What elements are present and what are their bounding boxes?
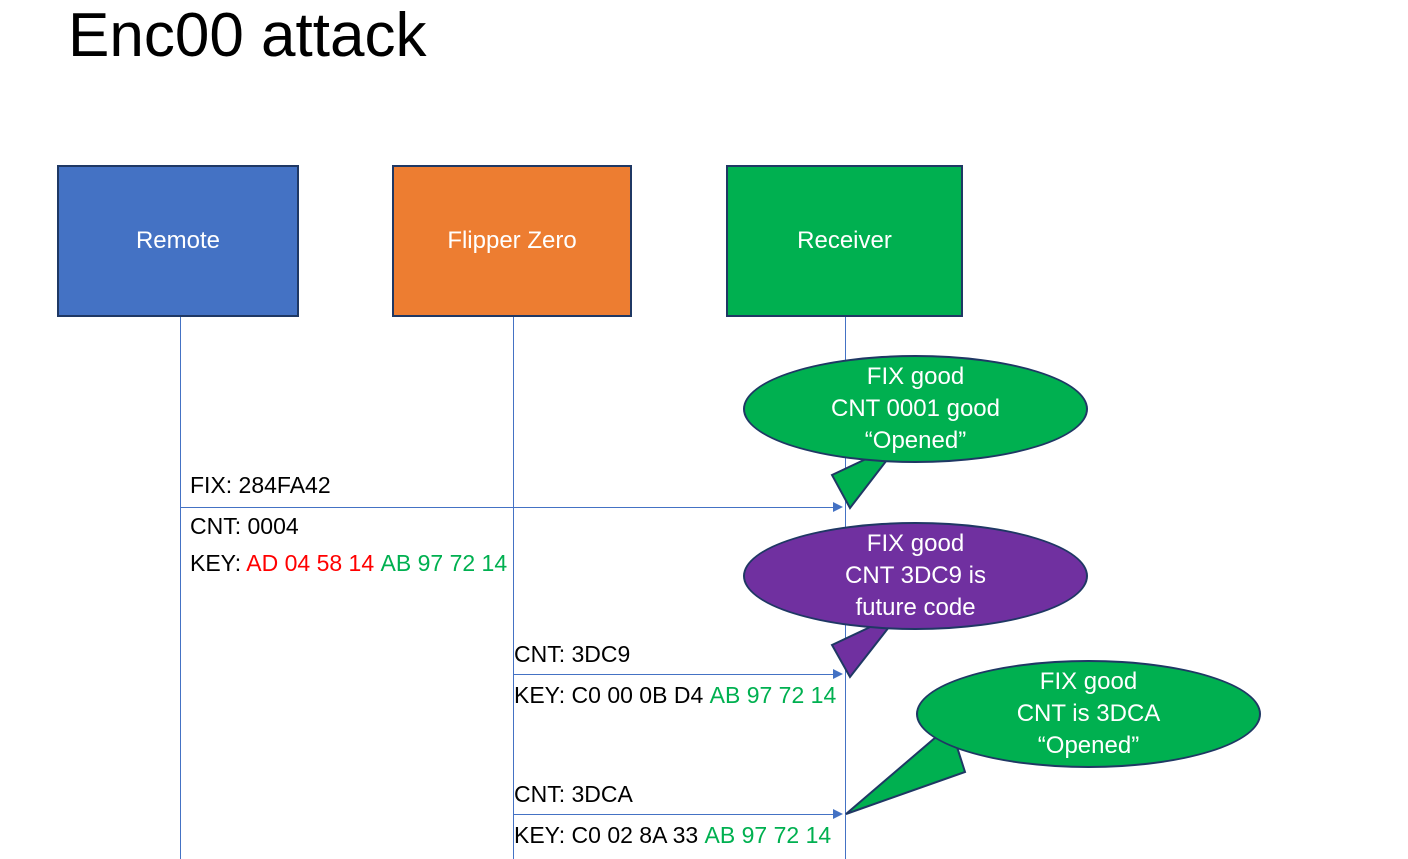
bubble-2: FIX good CNT 3DC9 is future code	[743, 522, 1088, 630]
bubble-3: FIX good CNT is 3DCA “Opened”	[916, 660, 1261, 768]
key-prefix-1: KEY:	[190, 550, 247, 576]
key-prefix-2: KEY:	[514, 682, 572, 708]
bubble-3-line-1: FIX good	[1039, 668, 1138, 696]
actor-label-flipper: Flipper Zero	[447, 227, 577, 254]
bubble-2-line-1: FIX good	[866, 530, 965, 558]
message-label-3-cnt: CNT: 3DCA	[514, 781, 633, 807]
message-arrowhead-1	[833, 502, 843, 512]
bubble-2-line-3: future code	[855, 593, 976, 621]
actor-box-remote[interactable]: Remote	[57, 165, 299, 317]
bubble-1-line-2: CNT 0001 good	[830, 395, 1000, 423]
actor-label-receiver: Receiver	[797, 227, 892, 254]
key-bad-2: C0 00 0B D4	[571, 682, 704, 708]
bubble-1-line-3: “Opened”	[864, 426, 967, 454]
bubble-2-line-2: CNT 3DC9 is	[845, 562, 986, 590]
key-good-2: AB 97 72 14	[709, 682, 837, 708]
key-bad-1: AD 04 58 14	[246, 550, 375, 576]
page-title: Enc00 attack	[68, 1, 427, 70]
message-line-1	[180, 507, 836, 508]
actor-box-flipper[interactable]: Flipper Zero	[392, 165, 632, 317]
message-label-1-cnt: CNT: 0004	[190, 513, 299, 539]
actor-box-receiver[interactable]: Receiver	[726, 165, 963, 317]
message-arrowhead-3	[833, 809, 843, 819]
lifeline-remote	[180, 317, 181, 859]
bubble-3-line-2: CNT is 3DCA	[1016, 700, 1161, 728]
key-good-1: AB 97 72 14	[380, 550, 508, 576]
key-bad-3: C0 02 8A 33	[571, 822, 699, 848]
bubble-1: FIX good CNT 0001 good “Opened”	[743, 355, 1088, 463]
lifeline-flipper	[513, 317, 514, 859]
key-good-3: AB 97 72 14	[704, 822, 832, 848]
bubble-1-line-1: FIX good	[866, 363, 965, 391]
bubble-3-line-3: “Opened”	[1037, 731, 1140, 759]
message-label-1-key: KEY: AD 04 58 14 AB 97 72 14	[190, 549, 507, 578]
message-line-2	[513, 674, 836, 675]
key-prefix-3: KEY:	[514, 822, 572, 848]
message-label-2-key: KEY: C0 00 0B D4 AB 97 72 14	[514, 681, 836, 710]
message-label-1-fix: FIX: 284FA42	[190, 472, 331, 498]
message-label-3-key: KEY: C0 02 8A 33 AB 97 72 14	[514, 821, 831, 850]
message-line-3	[513, 814, 836, 815]
message-arrowhead-2	[833, 669, 843, 679]
actor-label-remote: Remote	[135, 227, 221, 254]
message-label-2-cnt: CNT: 3DC9	[514, 641, 631, 667]
